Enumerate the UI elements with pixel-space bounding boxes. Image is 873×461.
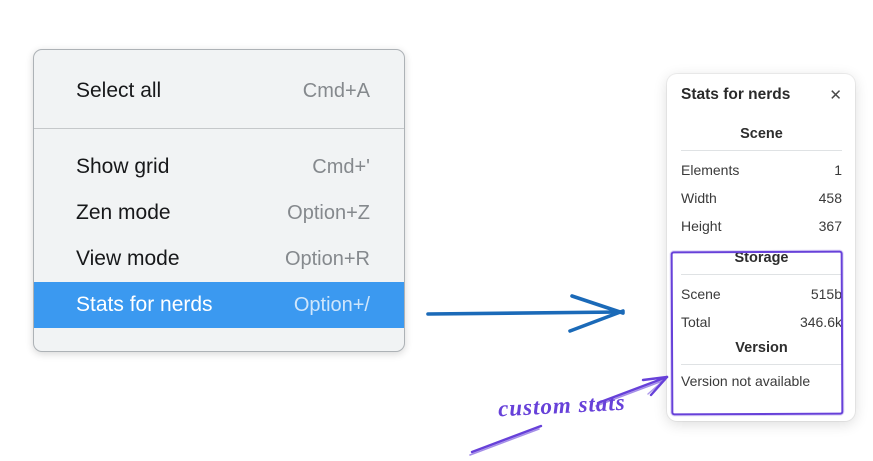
section-heading: Version [735,340,788,356]
menu-item-label: Select all [76,79,162,102]
menu-item-shortcut: Cmd+' [312,155,370,178]
menu-item-shortcut: Option+Z [287,201,370,224]
section-divider [681,274,842,275]
menu-item-label: Zen mode [76,201,171,224]
section-divider [681,150,842,151]
stat-label: Total [681,314,711,330]
stat-row-total: Total 346.6k [681,308,842,336]
menu-item-show-grid[interactable]: Show grid Cmd+' [34,144,404,190]
stat-value: 367 [818,218,842,234]
stat-row-elements: Elements 1 [681,156,842,184]
menu-item-shortcut: Cmd+A [302,79,370,102]
menu-to-panel-arrow [426,294,625,333]
menu-item-select-all[interactable]: Select all Cmd+A [34,68,404,114]
stat-label: Scene [681,286,721,302]
section-divider [681,364,842,365]
menu-item-label: View mode [76,247,180,270]
arrow-strokes [426,294,625,333]
stat-label: Elements [681,162,740,178]
custom-stats-label: custom stats [497,389,627,422]
stat-value: 346.6k [799,314,842,330]
section-heading: Scene [740,126,783,142]
stat-value: 1 [834,162,842,178]
stats-panel-header: Stats for nerds ✕ [681,86,842,104]
stat-value: 515b [810,286,842,302]
menu-item-stats-for-nerds[interactable]: Stats for nerds Option+/ [34,282,404,328]
stat-value: 458 [818,190,842,206]
menu-item-shortcut: Option+/ [293,293,370,316]
section-heading: Storage [734,250,789,266]
stat-row-width: Width 458 [681,184,842,212]
stat-label: Height [681,218,722,234]
stats-panel-title: Stats for nerds [681,86,791,103]
stat-row-height: Height 367 [681,212,842,240]
menu-item-label: Show grid [76,155,170,178]
version-note: Version not available [681,373,811,389]
menu-item-view-mode[interactable]: View mode Option+R [34,236,404,282]
stat-row-scene: Scene 515b [681,280,842,308]
close-icon[interactable]: ✕ [829,86,842,104]
menu-item-zen-mode[interactable]: Zen mode Option+Z [34,190,404,236]
stat-label: Width [681,190,717,206]
menu-item-label: Stats for nerds [76,293,213,316]
menu-divider [34,128,404,129]
menu-item-shortcut: Option+R [284,247,370,270]
